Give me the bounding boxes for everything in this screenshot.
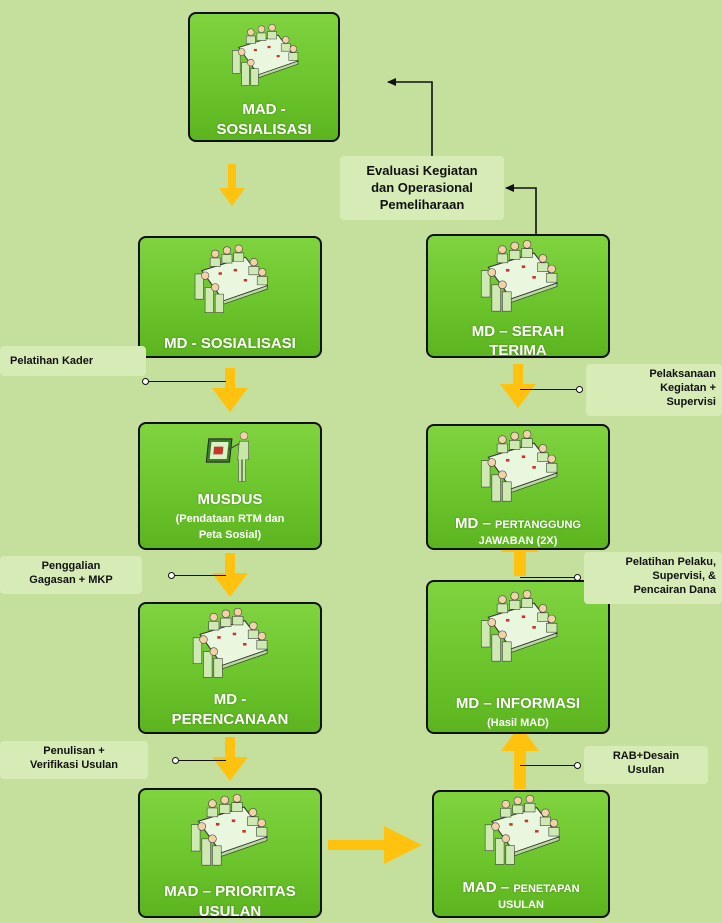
box-title-line2: TERIMA: [489, 342, 547, 359]
note-connector: [148, 381, 226, 382]
presentation-icon: [205, 431, 249, 482]
box-title-line2: PERENCANAAN: [171, 711, 289, 728]
note-line: Penulisan +: [43, 745, 105, 757]
note-line: Pencairan Dana: [633, 584, 716, 596]
note-connector: [520, 577, 576, 578]
meeting-icon: [480, 430, 558, 502]
note-rab: RAB+Desain Usulan: [584, 746, 708, 784]
box-mad-penetapan: MAD – PENETAPAN USULAN: [432, 790, 610, 918]
note-connector: [520, 765, 576, 766]
feedback-line-to-mad: [387, 78, 433, 160]
box-title-line1: MD -: [213, 691, 247, 708]
arrow-down-1: [219, 164, 245, 206]
feedback-line-to-evaluasi: [505, 184, 537, 238]
arrow-right: [328, 826, 422, 864]
box-title: MD - SOSIALISASI: [164, 335, 296, 352]
note-line: Gagasan + MKP: [29, 574, 113, 586]
box-title: MD – PERTANGGUNG: [428, 514, 608, 535]
box-title: MAD – PENETAPAN: [434, 878, 608, 899]
arrow-up-1: [501, 725, 539, 789]
box-title-line2: SOSIALISASI: [216, 121, 312, 138]
note-connector: [174, 575, 226, 576]
note-pelatihan-kader: Pelatihan Kader: [0, 346, 146, 376]
note-penggalian: Penggalian Gagasan + MKP: [0, 556, 142, 594]
box-title-prefix: MD –: [455, 515, 496, 532]
box-subtitle: USULAN: [498, 899, 544, 911]
box-subtitle-line1: (Pendataan RTM dan: [175, 513, 285, 525]
note-connector-dot: [574, 574, 581, 581]
arrow-down-4: [212, 737, 248, 781]
note-connector-dot: [172, 757, 179, 764]
note-line: Pemeliharaan: [379, 197, 465, 212]
note-evaluasi: Evaluasi Kegiatan dan Operasional Pemeli…: [340, 156, 504, 220]
note-line: RAB+Desain: [612, 750, 680, 762]
arrow-down-3: [212, 553, 248, 597]
note-line: Pelatihan Pelaku,: [625, 556, 716, 568]
meeting-icon: [194, 244, 268, 314]
box-subtitle: JAWABAN (2X): [478, 535, 558, 547]
note-connector: [178, 760, 226, 761]
note-connector: [520, 389, 578, 390]
meeting-icon: [190, 794, 268, 866]
meeting-icon: [192, 608, 268, 678]
meeting-icon: [484, 794, 560, 865]
box-title-line1: MAD – PRIORITAS: [164, 883, 296, 900]
note-connector-dot: [168, 572, 175, 579]
box-subtitle-line2: Peta Sosial): [198, 529, 262, 541]
note-connector-dot: [142, 378, 149, 385]
note-line: Kegiatan +: [660, 382, 716, 394]
arrow-down-right: [500, 364, 536, 408]
note-line: dan Operasional: [371, 180, 473, 195]
note-line: Usulan: [627, 764, 665, 776]
box-md-serah-terima: MD – SERAH TERIMA: [426, 234, 610, 359]
box-title-line2: USULAN: [198, 903, 262, 917]
note-pelaksanaan: Pelaksanaan Kegiatan + Supervisi: [586, 364, 722, 416]
box-subtitle: (Hasil MAD): [487, 717, 549, 729]
meeting-icon: [232, 23, 299, 86]
arrow-up-2: [501, 526, 539, 576]
meeting-icon: [480, 240, 558, 312]
box-title-line1: MD – SERAH: [471, 323, 565, 340]
note-line: Verifikasi Usulan: [29, 759, 119, 771]
note-line: Supervisi, &: [652, 570, 716, 582]
box-title: MD – INFORMASI: [455, 695, 581, 712]
note-line: Evaluasi Kegiatan: [366, 163, 478, 178]
box-md-informasi: MD – INFORMASI (Hasil MAD): [426, 580, 610, 734]
box-mad-sosialisasi: MAD - SOSIALISASI: [188, 12, 340, 142]
box-title-line1: MAD -: [242, 101, 286, 118]
note-connector-dot: [574, 762, 581, 769]
note-connector-dot: [576, 386, 583, 393]
box-title-small: PERTANGGUNG: [495, 519, 581, 531]
note-line: Supervisi: [666, 396, 716, 408]
box-title-small: PENETAPAN: [513, 883, 580, 895]
meeting-icon: [480, 589, 558, 662]
note-line: Pelaksanaan: [649, 368, 716, 380]
note-pelatihan-pelaku: Pelatihan Pelaku, Supervisi, & Pencairan…: [584, 552, 722, 604]
box-md-perencanaan: MD - PERENCANAAN: [138, 602, 322, 734]
box-md-pertanggung: MD – PERTANGGUNG JAWABAN (2X): [426, 424, 610, 550]
flow-arrows: [212, 164, 539, 864]
box-mad-prioritas: MAD – PRIORITAS USULAN: [138, 788, 322, 918]
box-musdus: MUSDUS (Pendataan RTM dan Peta Sosial): [138, 422, 322, 550]
box-title: MUSDUS: [197, 491, 263, 508]
note-penulisan: Penulisan + Verifikasi Usulan: [0, 741, 148, 779]
arrow-down-2: [212, 368, 248, 412]
note-line: Pelatihan Kader: [10, 355, 94, 367]
box-md-sosialisasi: MD - SOSIALISASI: [138, 236, 322, 358]
box-title-prefix: MAD –: [462, 879, 514, 896]
note-line: Penggalian: [41, 560, 101, 572]
